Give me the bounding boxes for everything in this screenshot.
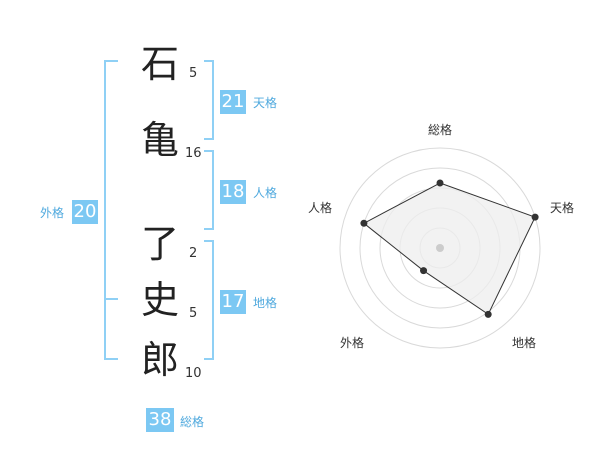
tenkaku-label: 天格 [253, 96, 278, 110]
stroke-count-3: 2 [189, 246, 198, 261]
radar-label-soukaku: 総格 [428, 123, 453, 137]
chikaku-label: 地格 [253, 296, 278, 310]
jinkaku-bracket-bottom [204, 228, 214, 230]
radar-label-jinkaku: 人格 [308, 201, 333, 215]
gaikaku-value-badge: 20 [72, 200, 98, 224]
soukaku-label: 総格 [180, 415, 205, 429]
name-char-1: 石 [140, 42, 179, 86]
gaikaku-bracket-mid [104, 298, 118, 300]
radar-point-chikaku [484, 310, 492, 318]
radar-label-gaikaku: 外格 [340, 336, 365, 350]
chikaku-bracket-bottom [204, 358, 214, 360]
stroke-count-5: 10 [185, 366, 202, 381]
stroke-count-4: 5 [189, 306, 198, 321]
radar-ring-5 [339, 147, 541, 349]
gaikaku-bracket-top [104, 60, 118, 62]
stroke-count-2: 16 [185, 146, 202, 161]
name-char-2: 亀 [140, 118, 179, 162]
jinkaku-bracket-top [204, 150, 214, 152]
radar-point-gaikaku [420, 267, 428, 275]
gaikaku-bracket-bottom [104, 358, 118, 360]
gaikaku-bracket-vertical [104, 60, 106, 360]
jinkaku-value-badge: 18 [220, 180, 246, 204]
radar-label-chikaku: 地格 [512, 336, 537, 350]
gaikaku-label: 外格 [40, 206, 65, 220]
chikaku-value-badge: 17 [220, 290, 246, 314]
radar-point-jinkaku [360, 219, 368, 227]
tenkaku-bracket-bottom [204, 138, 214, 140]
radar-label-tenkaku: 天格 [550, 201, 575, 215]
name-char-5: 郎 [140, 338, 179, 382]
tenkaku-value-badge: 21 [220, 90, 246, 114]
name-char-4: 史 [140, 278, 179, 322]
chikaku-bracket-top [204, 240, 214, 242]
radar-point-soukaku [436, 179, 444, 187]
tenkaku-bracket-vertical [212, 60, 214, 140]
soukaku-value-badge: 38 [146, 408, 174, 432]
name-char-3: 了 [140, 222, 179, 266]
chikaku-bracket-vertical [212, 240, 214, 360]
radar-polygon [362, 182, 536, 316]
tenkaku-bracket-top [204, 60, 214, 62]
radar-point-tenkaku [531, 213, 539, 221]
stroke-count-1: 5 [189, 66, 198, 81]
radar-center-dot [436, 244, 444, 252]
jinkaku-bracket-vertical [212, 150, 214, 230]
jinkaku-label: 人格 [253, 186, 278, 200]
